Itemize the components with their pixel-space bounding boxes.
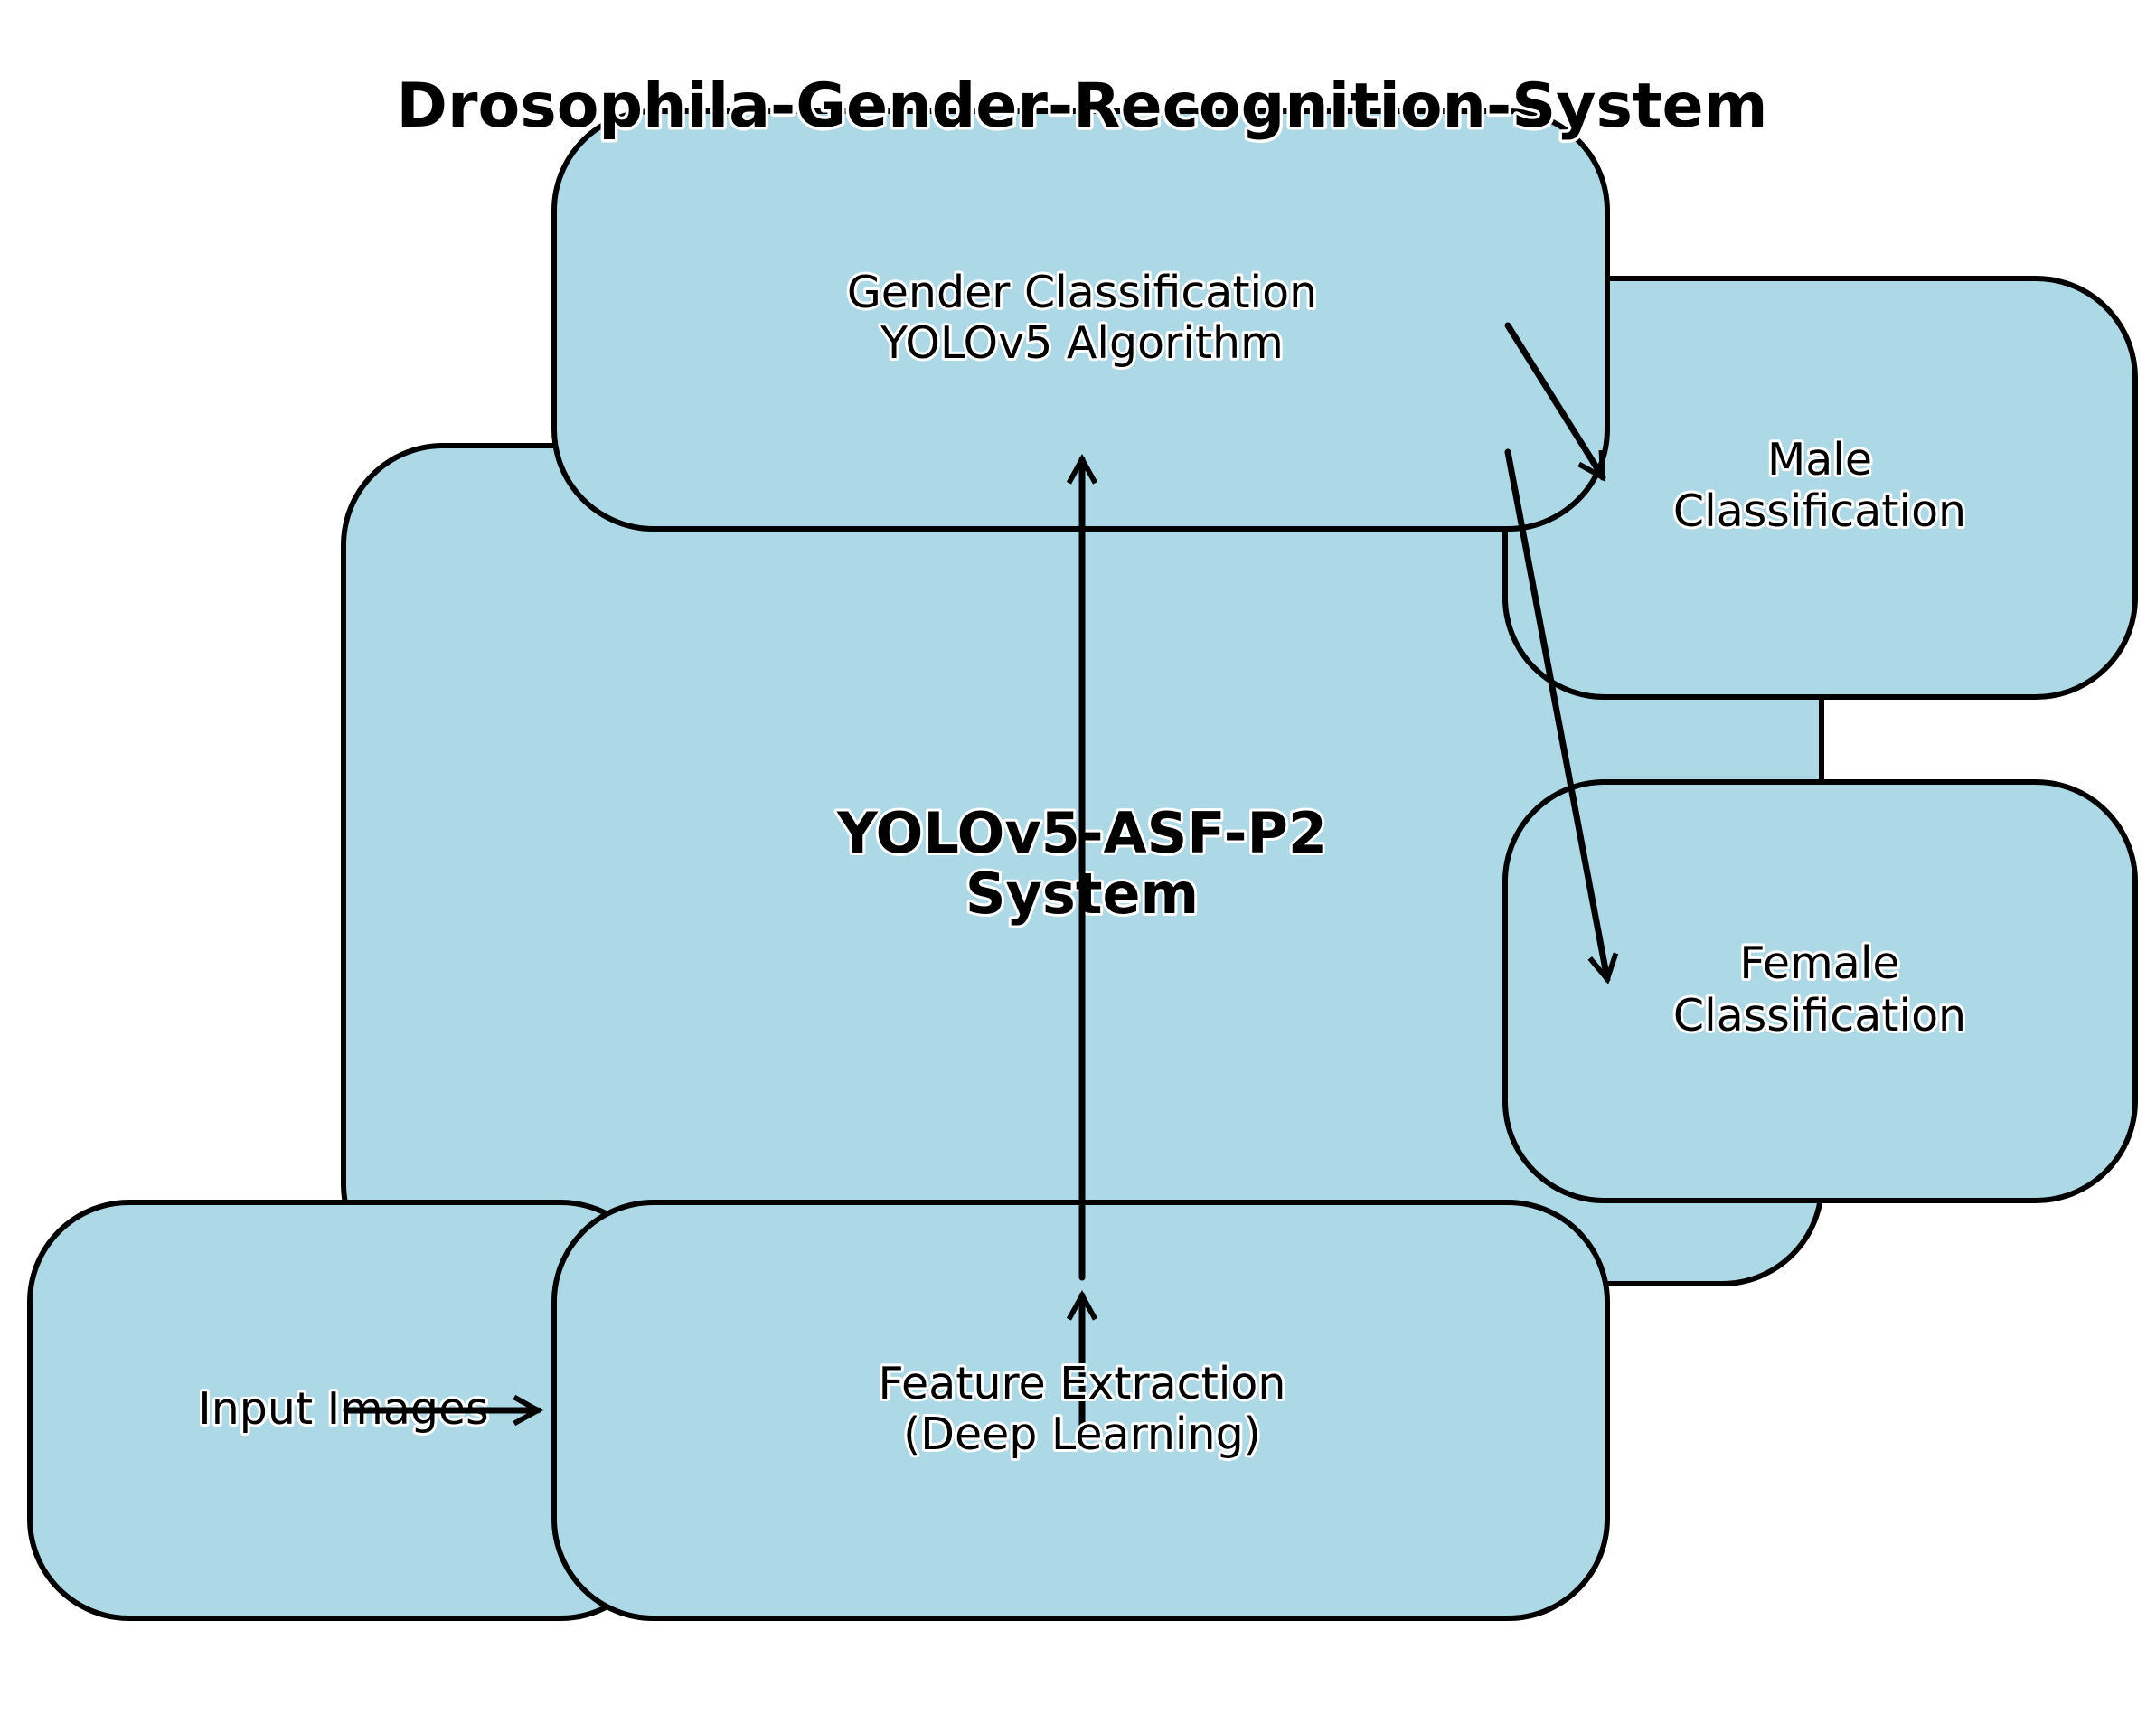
male-label-line1: Male bbox=[1767, 434, 1872, 485]
feature-label-line2: (Deep Learning) bbox=[903, 1408, 1261, 1460]
female-classification-box bbox=[1502, 779, 2138, 1203]
classification-label-line2: YOLOv5 Algorithm bbox=[880, 317, 1284, 369]
diagram-title: Drosophila-Gender-Recognition-System bbox=[397, 71, 1768, 142]
feature-label-line1: Feature Extraction bbox=[879, 1358, 1286, 1409]
arrow-classification-to-female bbox=[1504, 448, 1607, 979]
arrow-classification-to-male bbox=[1504, 322, 1606, 477]
female-label-line1: Female bbox=[1739, 937, 1899, 989]
female-label-line2: Classification bbox=[1673, 990, 1966, 1041]
male-label-line2: Classification bbox=[1673, 485, 1966, 537]
classification-label-line1: Gender Classification bbox=[847, 267, 1317, 318]
